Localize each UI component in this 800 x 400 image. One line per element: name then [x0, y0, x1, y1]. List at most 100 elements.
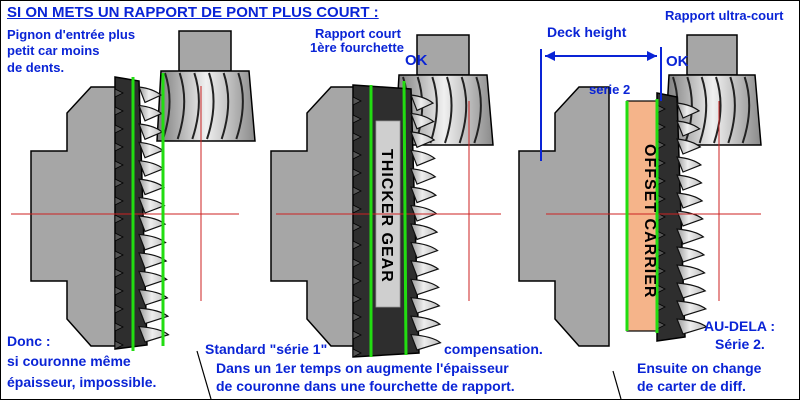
- pinion-tooth: [429, 76, 438, 144]
- ring-gear-tooth: [676, 210, 704, 227]
- gear-notch: [114, 196, 124, 206]
- pinion-note-line-1: Pignon d'entrée plus: [7, 27, 136, 42]
- pinion-shaft: [416, 34, 470, 76]
- gear-notch: [352, 96, 362, 106]
- gear-notch: [352, 348, 362, 358]
- standard-series-note: Standard "série 1": [205, 341, 328, 357]
- pinion-tooth: [741, 76, 751, 144]
- deck-height-label: Deck height: [547, 24, 627, 40]
- ring-gear-tooth: [410, 112, 435, 130]
- gear-notch: [352, 294, 362, 304]
- diff-housing: [518, 86, 610, 347]
- ring-gear-tooth: [410, 168, 437, 185]
- pinion-tooth: [698, 76, 708, 144]
- ring-gear-tooth: [410, 186, 438, 204]
- gear-notch: [114, 214, 124, 224]
- caption-line-1: Dans un 1er temps on augmente l'épaisseu…: [216, 360, 509, 376]
- thicker-gear-label: THICKER GEAR: [378, 149, 395, 283]
- ring-gear-tooth: [410, 223, 439, 241]
- pinion-tooth: [191, 72, 200, 140]
- ring-gear-tooth: [138, 270, 168, 288]
- gear-notch: [114, 286, 124, 296]
- ring-gear-tooth: [676, 300, 708, 317]
- ring-gear-tooth: [138, 141, 164, 159]
- short-ratio-note-line-1: Rapport court: [315, 26, 401, 41]
- carrier-caption-line-2: de carter de diff.: [637, 378, 746, 394]
- conclusion-note-line-2: si couronne même: [7, 353, 131, 369]
- gear-notch: [352, 312, 362, 322]
- gear-notch: [114, 304, 124, 314]
- gear-notch: [114, 232, 124, 242]
- gear-notch: [352, 240, 362, 250]
- ring-gear-tooth: [676, 120, 701, 137]
- ring-gear-tooth: [676, 246, 706, 263]
- ring-gear-tooth: [138, 325, 170, 343]
- gear-notch: [352, 168, 362, 178]
- gear-notch: [352, 204, 362, 214]
- ring-gear-tooth: [410, 333, 442, 351]
- panel-1-diagram: [11, 30, 256, 351]
- gear-notch: [352, 114, 362, 124]
- leader-line-right: [612, 370, 622, 399]
- pinion-tooth: [176, 72, 186, 140]
- gear-notch: [114, 250, 124, 260]
- pinion-tooth: [458, 76, 468, 144]
- ring-gear-tooth: [676, 264, 706, 281]
- gear-notch: [114, 322, 124, 332]
- compensation-note: compensation.: [444, 341, 543, 357]
- gear-notch: [352, 276, 362, 286]
- pinion-tooth: [235, 72, 244, 140]
- panel-2-diagram: [196, 34, 622, 399]
- gear-notch: [352, 330, 362, 340]
- gear-notch: [114, 340, 124, 350]
- conclusion-note-line-3: épaisseur, impossible.: [7, 374, 157, 390]
- ring-gear-tooth: [410, 260, 440, 278]
- leader-line-left: [196, 350, 212, 399]
- ring-gear-tooth: [676, 228, 705, 245]
- ring-gear-tooth: [410, 315, 442, 333]
- page-title: SI ON METS UN RAPPORT DE PONT PLUS COURT…: [7, 4, 379, 21]
- ring-gear-tooth: [676, 138, 702, 155]
- ok-label-panel-3: OK: [666, 53, 689, 70]
- ring-gear-tooth: [676, 174, 703, 191]
- gear-notch: [114, 106, 124, 116]
- ring-gear-tooth: [676, 282, 707, 299]
- ring-gear-tooth: [410, 241, 439, 259]
- gear-notch: [352, 132, 362, 142]
- deck-height-arrow-right: [647, 51, 657, 61]
- ultra-short-ratio-note: Rapport ultra-court: [665, 8, 784, 23]
- ring-gear-tooth: [138, 252, 168, 270]
- gear-notch: [114, 88, 124, 98]
- pinion-tooth: [727, 76, 736, 144]
- pinion-tooth: [713, 76, 722, 144]
- ring-gear-tooth: [138, 86, 163, 104]
- gear-notch: [114, 268, 124, 278]
- ring-gear-tooth: [676, 102, 701, 119]
- ring-gear-tooth: [410, 94, 435, 112]
- carrier-caption-line-1: Ensuite on change: [637, 360, 762, 376]
- offset-carrier: [626, 100, 658, 332]
- pinion-note-line-3: de dents.: [7, 60, 65, 75]
- gear-notch: [352, 258, 362, 268]
- ring-gear-tooth: [676, 318, 708, 335]
- gear-notch: [114, 160, 124, 170]
- diff-housing: [30, 86, 122, 347]
- panel-3-diagram: [518, 34, 762, 347]
- gear-notch: [352, 150, 362, 160]
- pinion-tooth: [220, 72, 230, 140]
- pinion-tooth: [206, 72, 215, 140]
- pinion-gear: [156, 70, 256, 142]
- gear-notch: [114, 142, 124, 152]
- pinion-tooth: [162, 72, 171, 140]
- ring-gear-tooth: [138, 307, 170, 325]
- beyond-note-line-1: AU-DELA :: [704, 318, 776, 334]
- gear-notch: [114, 124, 124, 134]
- pinion-tooth: [473, 76, 482, 144]
- pinion-shaft: [686, 34, 738, 76]
- ok-label-panel-2: OK: [405, 52, 428, 69]
- caption-line-2: de couronne dans une fourchette de rappo…: [216, 378, 515, 394]
- ring-gear-tooth: [676, 156, 703, 173]
- pinion-tooth: [444, 76, 453, 144]
- diff-housing: [270, 86, 362, 347]
